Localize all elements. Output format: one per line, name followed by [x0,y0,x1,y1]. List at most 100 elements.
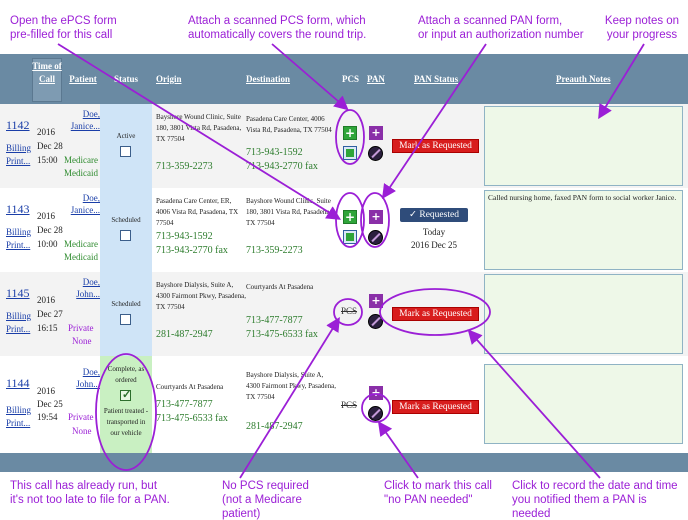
table-header: Time of Call Patient Status Origin Desti… [0,54,688,104]
status-checkbox[interactable] [120,388,131,401]
destination-phone: 713-477-7877 [246,315,303,326]
header-preauth-notes[interactable]: Preauth Notes [556,74,611,84]
billing-print-link[interactable]: Billing Print... [6,227,32,250]
mark-as-requested-button[interactable]: Mark as Requested [392,400,479,414]
insurance-primary: Medicare [64,239,98,249]
status-text: Scheduled [111,300,141,308]
header-pan-status[interactable]: PAN Status [414,74,459,84]
header-pcs: PCS [342,74,360,84]
destination-address: Courtyards At Pasadena [246,283,314,291]
status-note: Patient treated - transported in our veh… [103,407,149,437]
purple-plus-icon[interactable]: + [369,126,383,140]
table-row: 1144 Billing Print... 2016 Dec 25 19:54 … [0,356,688,453]
table-row: 1145 Billing Print... 2016 Dec 27 16:15 … [0,272,688,356]
header-patient[interactable]: Patient [69,74,97,84]
patient-link[interactable]: Doe, John... [76,367,100,389]
destination-address: Bayshore Dialysis, Suite A, 4300 Fairmon… [246,371,336,401]
calls-table: Time of Call Patient Status Origin Desti… [0,54,688,472]
table-footer [0,453,688,472]
status-checkbox[interactable] [120,314,131,325]
call-id-link[interactable]: 1142 [6,118,30,132]
status-checkbox[interactable] [120,230,131,241]
call-year: 2016 [37,295,55,305]
scanned-form-icon[interactable] [343,146,357,160]
preauth-notes-field[interactable] [484,364,683,444]
preauth-notes-field[interactable] [484,274,683,354]
callout-epcs: Open the ePCS form pre-filled for this c… [10,15,117,41]
mark-as-requested-button[interactable]: Mark as Requested [392,139,479,153]
table-row: 1142 Billing Print... 2016 Dec 28 15:00 … [0,104,688,188]
header-pan[interactable]: PAN [367,74,385,84]
callout-record-date: Click to record the date and time you no… [512,480,678,520]
insurance-primary: Medicare [64,155,98,165]
no-pan-icon[interactable] [368,230,383,245]
origin-fax: 713-475-6533 fax [156,413,228,424]
status-text: Complete, as ordered [107,365,145,384]
insurance-secondary: Medicaid [64,168,98,178]
insurance-primary: Private [68,412,94,422]
billing-print-link[interactable]: Billing Print... [6,405,32,428]
destination-address: Pasadena Care Center, 4006 Vista Rd, Pas… [246,115,332,134]
destination-phone: 281-487-2947 [246,421,303,432]
mark-as-requested-button[interactable]: Mark as Requested [392,307,479,321]
header-origin[interactable]: Origin [156,74,182,84]
origin-phone: 281-487-2947 [156,329,213,340]
origin-phone: 713-943-1592 [156,231,213,242]
preauth-notes-field[interactable] [484,106,683,186]
purple-plus-icon[interactable]: + [369,294,383,308]
callout-no-pcs: No PCS required (not a Medicare patient) [222,480,309,520]
purple-plus-icon[interactable]: + [369,386,383,400]
origin-address: Pasadena Care Center, ER, 4006 Vista Rd,… [156,197,239,227]
patient-link[interactable]: Doe, Janice... [70,109,100,131]
destination-fax: 713-475-6533 fax [246,329,318,340]
call-date: Dec 28 [37,225,63,235]
call-time: 19:54 [37,412,58,422]
call-id-link[interactable]: 1144 [6,376,30,390]
green-plus-icon[interactable]: + [343,126,357,140]
pcs-not-required: PCS [341,306,358,316]
requested-button[interactable]: ✓ Requested [400,208,468,222]
patient-link[interactable]: Doe, Janice... [70,193,100,215]
origin-phone: 713-477-7877 [156,399,213,410]
destination-address: Bayshore Wound Clinic, Suite 180, 3801 V… [246,197,332,227]
header-destination[interactable]: Destination [246,74,291,84]
purple-plus-icon[interactable]: + [369,210,383,224]
callout-notes: Keep notes on your progress [604,15,680,41]
status-checkbox[interactable] [120,146,131,157]
origin-phone: 713-359-2273 [156,161,213,172]
status-text: Scheduled [111,216,141,224]
preauth-notes-field[interactable]: Called nursing home, faxed PAN form to s… [484,190,683,270]
destination-phone: 713-359-2273 [246,245,303,256]
no-pan-icon[interactable] [368,314,383,329]
callout-scan-pcs: Attach a scanned PCS form, which automat… [188,15,367,41]
origin-address: Courtyards At Pasadena [156,383,224,391]
insurance-secondary: None [72,426,92,436]
call-time: 10:00 [37,239,58,249]
header-time-of-call[interactable]: Time of Call [32,61,62,84]
billing-print-link[interactable]: Billing Print... [6,311,32,334]
call-id-link[interactable]: 1143 [6,202,30,216]
header-status: Status [113,74,138,84]
no-pan-icon[interactable] [368,406,383,421]
origin-address: Bayshore Wound Clinic, Suite 180, 3801 V… [156,113,242,143]
insurance-secondary: Medicaid [64,252,98,262]
green-plus-icon[interactable]: + [343,210,357,224]
requested-date: 2016 Dec 25 [411,240,457,250]
time-of-call-sort[interactable] [32,58,62,102]
billing-print-link[interactable]: Billing Print... [6,143,32,166]
call-id-link[interactable]: 1145 [6,286,30,300]
pcs-not-required: PCS [341,400,358,410]
scanned-form-icon[interactable] [343,230,357,244]
call-year: 2016 [37,211,55,221]
origin-address: Bayshore Dialysis, Suite A, 4300 Fairmon… [156,281,246,311]
call-time: 16:15 [37,323,58,333]
call-date: Dec 28 [37,141,63,151]
callout-already-run: This call has already run, but it's not … [10,480,170,506]
destination-phone: 713-943-1592 [246,147,303,158]
no-pan-icon[interactable] [368,146,383,161]
callout-no-pan: Click to mark this call "no PAN needed" [384,480,492,506]
requested-day: Today [422,227,446,237]
callout-scan-pan: Attach a scanned PAN form, or input an a… [418,15,584,41]
patient-link[interactable]: Doe, John... [76,277,100,299]
destination-fax: 713-943-2770 fax [246,161,318,172]
